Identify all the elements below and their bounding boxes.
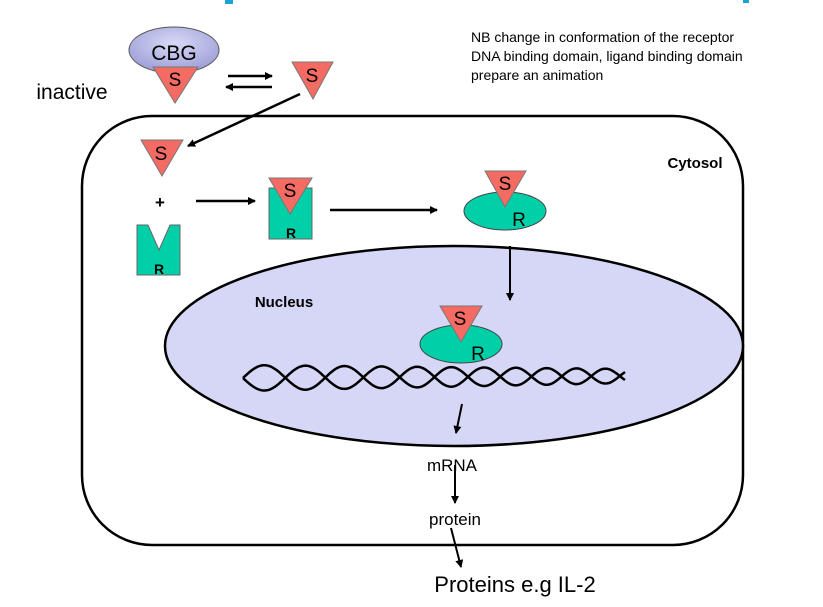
steroid-label: S	[284, 181, 297, 202]
instructor-note: NB change in conformation of the recepto…	[471, 28, 743, 85]
title-fragment-mark	[225, 0, 233, 4]
note-line: prepare an animation	[471, 67, 604, 83]
steroid-label: S	[155, 144, 168, 165]
note-line: NB change in conformation of the recepto…	[471, 29, 735, 45]
steroid-label: S	[169, 70, 182, 91]
cytosol-label: Cytosol	[667, 155, 722, 172]
free-steroid: S	[291, 61, 334, 101]
receptor-label: R	[471, 344, 485, 365]
receptor-label: R	[154, 261, 164, 277]
nucleus-label: Nucleus	[255, 294, 313, 311]
proteins-output-label: Proteins e.g IL-2	[434, 572, 595, 597]
mrna-label: mRNA	[427, 456, 478, 475]
cytosol-steroid: S	[140, 139, 184, 177]
dna-strand-b	[242, 363, 626, 391]
receptor-steroid-complex: S R	[268, 177, 313, 241]
cbg-label: CBG	[151, 42, 197, 65]
plus-sign: +	[155, 193, 165, 212]
steroid-label: S	[454, 309, 467, 330]
nuclear-complex: S R	[419, 305, 503, 365]
activated-complex: S R	[463, 170, 547, 231]
protein-label: protein	[429, 510, 481, 529]
receptor-label: R	[286, 225, 296, 241]
cbg-steroid-complex: CBG S	[128, 26, 220, 104]
receptor-label: R	[512, 210, 526, 231]
steroid-label: S	[306, 66, 319, 87]
steroid-bound-cbg	[152, 66, 199, 104]
note-line: DNA binding domain, ligand binding domai…	[471, 48, 743, 64]
unbound-receptor: R	[136, 224, 181, 277]
steroid-entry-arrow	[187, 92, 301, 148]
dna-double-helix	[242, 363, 626, 392]
secretion-arrow	[450, 527, 464, 568]
steroid-label: S	[499, 174, 512, 195]
inactive-label: inactive	[36, 81, 107, 104]
title-fragment-mark-right	[743, 0, 749, 3]
transcription-arrow	[453, 403, 463, 434]
